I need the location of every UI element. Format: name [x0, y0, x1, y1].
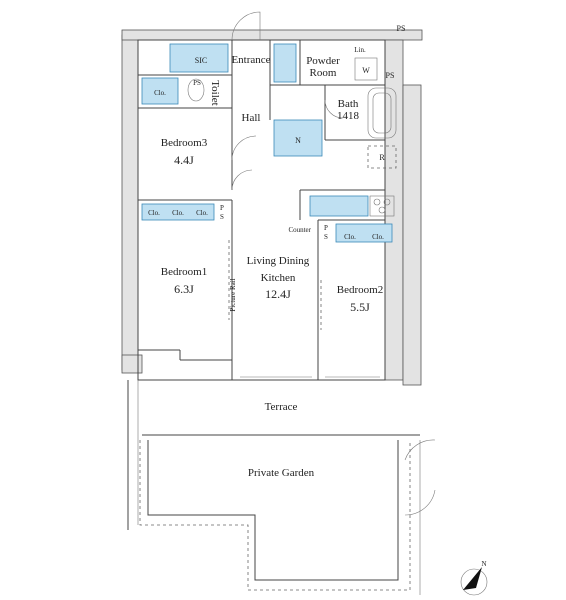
w-label: W	[362, 66, 370, 75]
picture-rail-label: Picture Rail	[229, 278, 237, 311]
bedroom2-closet	[335, 223, 393, 243]
clo-b1-1: Clo.	[148, 209, 160, 217]
terrace-label: Terrace	[265, 401, 298, 413]
bathtub	[367, 87, 397, 139]
ps-b2-s: S	[324, 233, 328, 241]
bath-label: Bath	[338, 98, 359, 110]
bedroom1-closet	[141, 203, 215, 221]
private-garden	[139, 439, 436, 595]
left-wall	[121, 34, 139, 371]
ldk-name-2: Kitchen	[261, 272, 296, 284]
bedroom1-name: Bedroom1	[161, 266, 207, 278]
bedroom3-name: Bedroom3	[161, 137, 208, 149]
ps-toilet-label: PS	[193, 79, 201, 87]
cooktop	[369, 195, 395, 217]
private-garden-label: Private Garden	[248, 467, 315, 479]
ps-b1-p: P	[220, 204, 224, 212]
hall-label: Hall	[242, 112, 261, 124]
counter-label: Counter	[288, 226, 311, 234]
powder-room-label-1: Powder	[306, 55, 340, 67]
n-label: N	[295, 136, 301, 145]
clo-toilet-label: Clo.	[154, 89, 166, 97]
bedroom3-area: 4.4J	[174, 153, 194, 167]
refrigerator-space	[367, 145, 397, 169]
sic-label: SIC	[195, 56, 207, 65]
ps-b1-s: S	[220, 213, 224, 221]
toilet-closet	[141, 77, 179, 105]
building-walls	[121, 29, 423, 386]
sic-storage	[169, 43, 229, 73]
r-label: R	[379, 153, 385, 162]
compass	[460, 567, 488, 596]
washer-space	[354, 57, 378, 81]
bottom-left-column	[121, 354, 143, 374]
clo-b2-1: Clo.	[344, 233, 356, 241]
ldk-area: 12.4J	[265, 287, 291, 301]
bath-size-label: 1418	[337, 110, 360, 122]
bedroom1-area: 6.3J	[174, 282, 194, 296]
powder-room-label-2: Room	[310, 67, 337, 79]
toilet-label: Toilet	[209, 80, 221, 106]
kitchen-counter	[309, 195, 369, 217]
doors	[231, 11, 344, 191]
hall-door	[231, 135, 257, 161]
bath-door	[324, 99, 344, 119]
toilet-fixture	[187, 78, 205, 102]
terrace	[127, 380, 420, 530]
ps-top-label: PS	[397, 24, 406, 33]
dashed-lines	[228, 240, 322, 330]
clo-b1-2: Clo.	[172, 209, 184, 217]
entrance-door	[231, 11, 261, 41]
ps-outside-label: PS	[386, 71, 395, 80]
shoe-cabinet	[273, 43, 297, 83]
n-storage	[273, 119, 323, 157]
clo-b2-2: Clo.	[372, 233, 384, 241]
room-outlines	[137, 39, 386, 381]
ldk-name-1: Living Dining	[247, 255, 310, 267]
fixture-details	[187, 57, 397, 217]
compass-circle	[460, 568, 488, 596]
right-column	[402, 84, 422, 386]
lin-label: Lin.	[354, 46, 366, 54]
bedroom2-name: Bedroom2	[337, 284, 383, 296]
bedroom3-door	[231, 169, 253, 191]
north-mark-label: N	[481, 560, 486, 568]
ps-b2-p: P	[324, 224, 328, 232]
top-wall	[121, 29, 423, 41]
bedroom2-area: 5.5J	[350, 300, 370, 314]
entrance-label: Entrance	[231, 54, 270, 66]
fixtures	[141, 43, 393, 243]
clo-b1-3: Clo.	[196, 209, 208, 217]
north-arrow-icon	[463, 567, 482, 590]
